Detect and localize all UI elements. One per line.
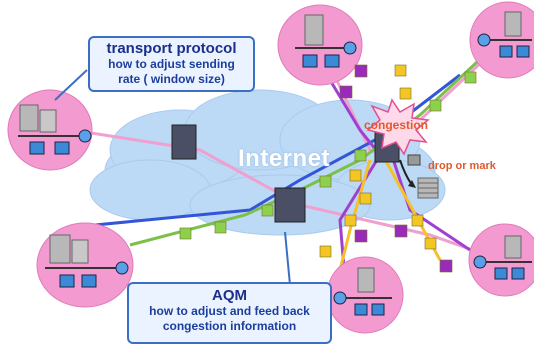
pc-icon bbox=[54, 141, 70, 155]
server-icon bbox=[39, 109, 57, 133]
packet-purple bbox=[354, 229, 368, 243]
packet-green bbox=[464, 71, 477, 84]
transport-protocol-callout: transport protocol how to adjust sending… bbox=[88, 36, 255, 92]
pc-icon bbox=[59, 274, 75, 288]
pc-icon bbox=[511, 267, 525, 280]
server-icon bbox=[71, 239, 89, 264]
packet-yellow bbox=[399, 87, 412, 100]
pc-icon bbox=[29, 141, 45, 155]
aqm-callout-line1: how to adjust and feed back bbox=[149, 304, 310, 318]
packet-purple bbox=[439, 259, 453, 273]
aqm-callout: AQM how to adjust and feed back congesti… bbox=[127, 282, 332, 344]
host-icons bbox=[18, 11, 532, 316]
server-icon bbox=[304, 14, 324, 46]
packet-yellow bbox=[394, 64, 407, 77]
pc-icon bbox=[516, 45, 530, 58]
packet-purple bbox=[394, 224, 408, 238]
pc-icon bbox=[302, 54, 318, 68]
router-icon bbox=[333, 291, 347, 305]
packet-yellow bbox=[349, 169, 362, 182]
pc-icon bbox=[499, 45, 513, 58]
pc-icon bbox=[324, 54, 340, 68]
router-icon bbox=[78, 129, 92, 143]
router-icon bbox=[473, 255, 487, 269]
packet-purple bbox=[339, 85, 353, 99]
packet-green bbox=[179, 227, 192, 240]
congestion-label: congestion bbox=[364, 118, 429, 132]
internet-label: Internet bbox=[238, 145, 331, 172]
packet-green bbox=[429, 99, 442, 112]
core-routers bbox=[171, 124, 400, 223]
core-router-icon bbox=[171, 124, 197, 160]
packet-yellow bbox=[344, 214, 357, 227]
transport-callout-line1: how to adjust sending bbox=[108, 57, 235, 71]
transport-callout-title: transport protocol bbox=[106, 40, 237, 57]
packet-green bbox=[261, 204, 274, 217]
callout-pointers bbox=[54, 69, 291, 286]
core-router-icon bbox=[274, 187, 306, 223]
congestion-burst-icon bbox=[366, 98, 430, 156]
packets bbox=[179, 64, 477, 273]
pc-icon bbox=[494, 267, 508, 280]
aqm-callout-line2: congestion information bbox=[162, 319, 297, 333]
server-icon bbox=[357, 267, 375, 293]
packet-yellow bbox=[411, 214, 424, 227]
pc-icon bbox=[354, 303, 368, 316]
purple-link-2 bbox=[388, 149, 471, 252]
packet-yellow bbox=[319, 245, 332, 258]
pc-icon bbox=[81, 274, 97, 288]
router-icon bbox=[343, 41, 357, 55]
packet-green bbox=[214, 221, 227, 234]
packet-yellow bbox=[359, 192, 372, 205]
packet-green bbox=[354, 149, 367, 162]
server-icon bbox=[504, 235, 522, 259]
router-icon bbox=[115, 261, 129, 275]
packet-purple bbox=[354, 64, 368, 78]
server-icon bbox=[49, 234, 71, 264]
aqm-callout-title: AQM bbox=[212, 287, 247, 304]
router-icon bbox=[477, 33, 491, 47]
drop-or-mark-label: drop or mark bbox=[428, 160, 496, 172]
transport-callout-line2: rate ( window size) bbox=[118, 72, 225, 86]
server-icon bbox=[504, 11, 522, 37]
packet-green bbox=[319, 175, 332, 188]
drop-queue-icon bbox=[399, 154, 439, 199]
server-icon bbox=[19, 104, 39, 132]
pc-icon bbox=[371, 303, 385, 316]
packet-yellow bbox=[424, 237, 437, 250]
